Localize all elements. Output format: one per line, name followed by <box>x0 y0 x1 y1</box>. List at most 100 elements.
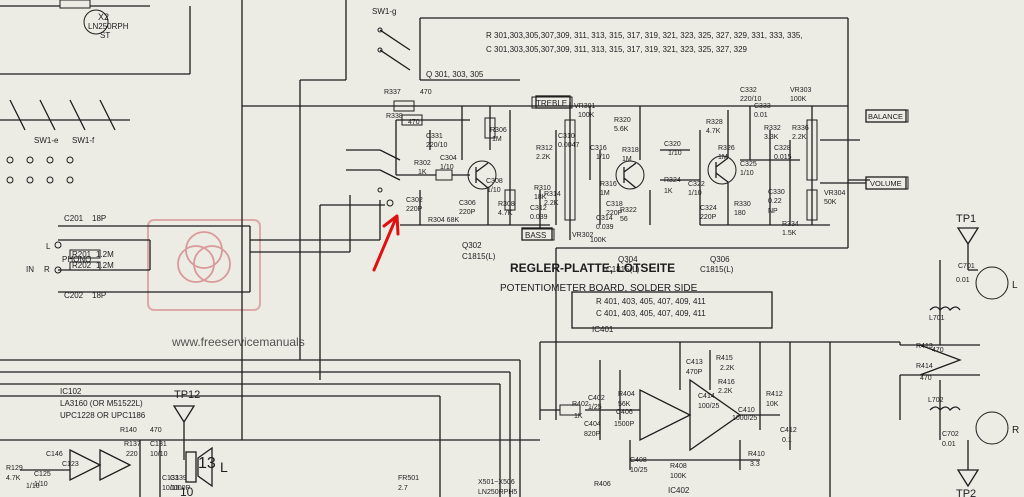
note-ic401-label: IC401 <box>592 325 614 334</box>
component-label: R414 <box>916 363 933 370</box>
component-label: 1K <box>664 188 673 195</box>
component-label: 0.01 <box>956 277 970 284</box>
component-label: 220/10 <box>426 142 448 149</box>
component-label: 0.01 <box>754 112 768 119</box>
component-label: C304 <box>440 155 457 162</box>
transistor-q306: Q306 <box>710 255 730 264</box>
control-treble: TREBLE <box>536 99 567 108</box>
ic102-section <box>0 359 540 497</box>
component-label: VR304 <box>824 190 846 197</box>
component-label: C320 <box>664 141 681 148</box>
component-label: 0.01 <box>942 441 956 448</box>
selector-switch <box>250 0 411 380</box>
testpoint-tp12: TP12 <box>174 389 200 401</box>
component-label: C408 <box>630 457 647 464</box>
component-label: 10/10 <box>162 485 180 492</box>
testpoint-tp2: TP2 <box>956 488 976 497</box>
component-label: 470 <box>420 89 432 96</box>
phono-r: R <box>44 265 50 274</box>
component-label: 0.015 <box>774 154 792 161</box>
phono-input <box>54 225 251 293</box>
component-label: R302 <box>414 160 431 167</box>
component-label: 1500P <box>614 421 635 428</box>
component-label: R314 <box>544 191 561 198</box>
phono-in: IN <box>26 265 34 274</box>
component-label: C139 <box>170 475 187 482</box>
component-label: 100K <box>790 96 807 103</box>
component-label: R416 <box>718 379 735 386</box>
component-label: R334 <box>782 221 799 228</box>
note-ic402-label: IC402 <box>668 486 690 495</box>
component-label: 56 <box>620 216 628 223</box>
component-label: R404 <box>618 391 635 398</box>
component-label: 100K <box>578 112 595 119</box>
top-left-section <box>0 0 243 440</box>
ic102-part2: UPC1228 OR UPC1186 <box>60 411 146 420</box>
note-c-line: C 301,303,305,307,309, 311, 313, 315, 31… <box>486 45 748 54</box>
testpoint-tp1: TP1 <box>956 213 976 225</box>
component-label: 1K <box>574 413 583 420</box>
component-label: 470 <box>408 119 420 126</box>
component-label: C414 <box>698 393 715 400</box>
component-label: 1/10 <box>34 481 48 488</box>
component-label: C412 <box>780 427 797 434</box>
component-label: 100/25 <box>698 403 720 410</box>
switch-sw1-g: SW1-g <box>372 7 396 16</box>
component-label: R408 <box>670 463 687 470</box>
output-r: R <box>1012 425 1019 436</box>
phono-c201: C201 <box>64 214 84 223</box>
component-label: 470 <box>150 427 162 434</box>
component-label: C332 <box>740 87 757 94</box>
component-label: 1000P <box>170 485 191 492</box>
testpoint-pin13: 13 <box>198 455 216 472</box>
component-label: R412 <box>766 391 783 398</box>
component-label: C302 <box>406 197 423 204</box>
component-label: 220 <box>126 451 138 458</box>
component-label: 3.3K <box>764 134 779 141</box>
transistor-q304: Q304 <box>618 255 638 264</box>
note-q-line: Q 301, 303, 305 <box>426 70 484 79</box>
component-label: R318 <box>622 147 639 154</box>
component-label: R316 <box>600 181 617 188</box>
control-label-boxes <box>521 96 909 241</box>
ic102-ref: IC102 <box>60 387 82 396</box>
component-label: R406 <box>594 481 611 488</box>
component-label: 1/25 <box>588 404 602 411</box>
component-label: 1M <box>622 156 632 163</box>
component-label: 2.2K <box>536 154 551 161</box>
component-label: C146 <box>46 451 63 458</box>
component-label: 10/10 <box>150 451 168 458</box>
component-label: 220P <box>459 209 476 216</box>
transistor-q304-part: C1815(L) <box>606 265 640 274</box>
component-label: 2.7 <box>398 485 408 492</box>
component-label: 18K <box>534 194 547 201</box>
component-label: R332 <box>764 125 781 132</box>
control-volume: VOLUME <box>870 179 902 188</box>
control-bass: BASS <box>525 231 546 240</box>
component-label: R304 68K <box>428 217 459 224</box>
component-label: C310 <box>558 133 575 140</box>
component-label: R402 <box>572 401 589 408</box>
component-label: 1.5K <box>782 230 797 237</box>
component-label: C330 <box>768 189 785 196</box>
component-label: 50K <box>824 199 837 206</box>
component-label: C308 <box>486 178 503 185</box>
component-label: C306 <box>459 200 476 207</box>
component-label: C125 <box>34 471 51 478</box>
component-label: R310 <box>534 185 551 192</box>
component-label: R336 <box>792 125 809 132</box>
component-label: 4.7K <box>706 128 721 135</box>
red-annotation-arrow <box>372 214 400 272</box>
component-label: VR303 <box>790 87 812 94</box>
component-label: R328 <box>706 119 723 126</box>
component-label: 0.22 <box>768 198 782 205</box>
component-label: R415 <box>716 355 733 362</box>
tone-amplifier <box>242 95 907 420</box>
watermark-url: www.freeservicemanuals <box>171 335 305 349</box>
component-label: 470 <box>920 375 932 382</box>
component-label: 220P <box>406 206 423 213</box>
component-label: R338 <box>386 113 403 120</box>
component-label: LN250RPH5 <box>478 489 517 496</box>
phono-r202: R202 <box>72 261 92 270</box>
